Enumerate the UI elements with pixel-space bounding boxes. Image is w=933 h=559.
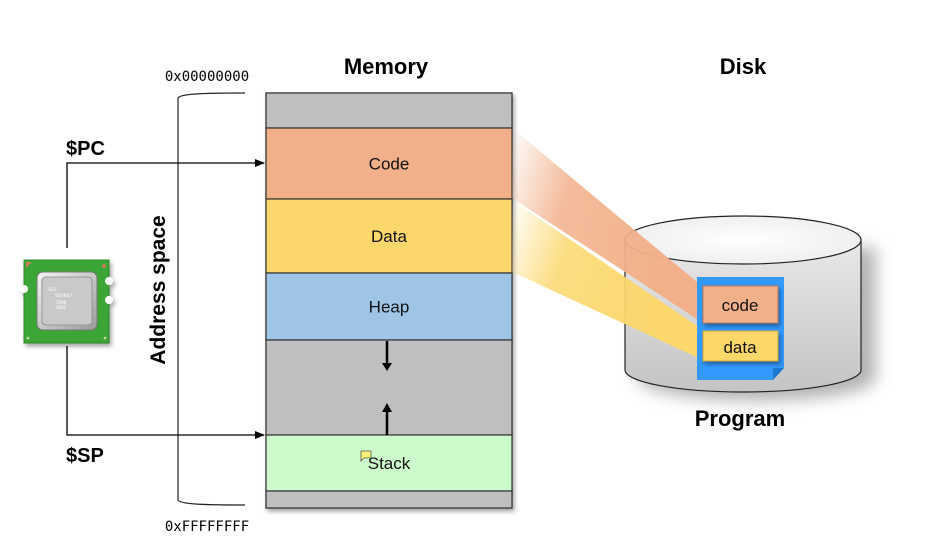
stack-growth-arrowhead — [382, 403, 392, 412]
memory-segment-reserved-bottom — [265, 490, 513, 509]
end-address-label: 0xFFFFFFFF — [165, 519, 249, 535]
sp-pointer-arrow — [66, 346, 265, 439]
memory-segment-label-heap: Heap — [369, 298, 410, 317]
program-code-section — [702, 285, 779, 324]
code-mapping-beam — [512, 128, 703, 323]
memory-segment-label-stack: Stack — [368, 454, 411, 473]
program-label: Program — [695, 406, 785, 431]
cpu-chip-icon: SSS 950607 1996 3082 — [20, 259, 113, 344]
address-space-brace — [177, 92, 246, 506]
program-data-section — [702, 330, 779, 362]
chip-text-2: 950607 — [55, 293, 72, 299]
heap-growth-arrowhead — [382, 363, 392, 371]
memory-segment-free — [265, 339, 513, 436]
comment-note-icon[interactable] — [360, 450, 372, 462]
chip-text-3: 1996 — [56, 300, 67, 305]
memory-segment-label-code: Code — [369, 155, 410, 174]
memory-segment-stack — [265, 434, 513, 492]
memory-segment-data — [265, 198, 513, 274]
program-code-label: code — [722, 296, 759, 315]
pc-register-label: $PC — [66, 138, 105, 160]
memory-segment-reserved-top — [265, 92, 513, 129]
address-space-label: Address space — [147, 215, 170, 364]
memory-heading: Memory — [344, 54, 429, 79]
start-address-label: 0x00000000 — [165, 69, 249, 85]
memory-segment-code — [265, 127, 513, 200]
pc-pointer-arrow — [66, 159, 265, 248]
memory-segment-heap — [265, 272, 513, 341]
disk-heading: Disk — [720, 54, 767, 79]
memory-segment-label-data: Data — [371, 227, 407, 246]
program-data-label: data — [723, 338, 757, 357]
sp-register-label: $SP — [66, 445, 104, 467]
chip-text-4: 3082 — [56, 305, 67, 310]
data-mapping-beam — [512, 200, 703, 360]
chip-text-1: SSS — [48, 287, 57, 293]
